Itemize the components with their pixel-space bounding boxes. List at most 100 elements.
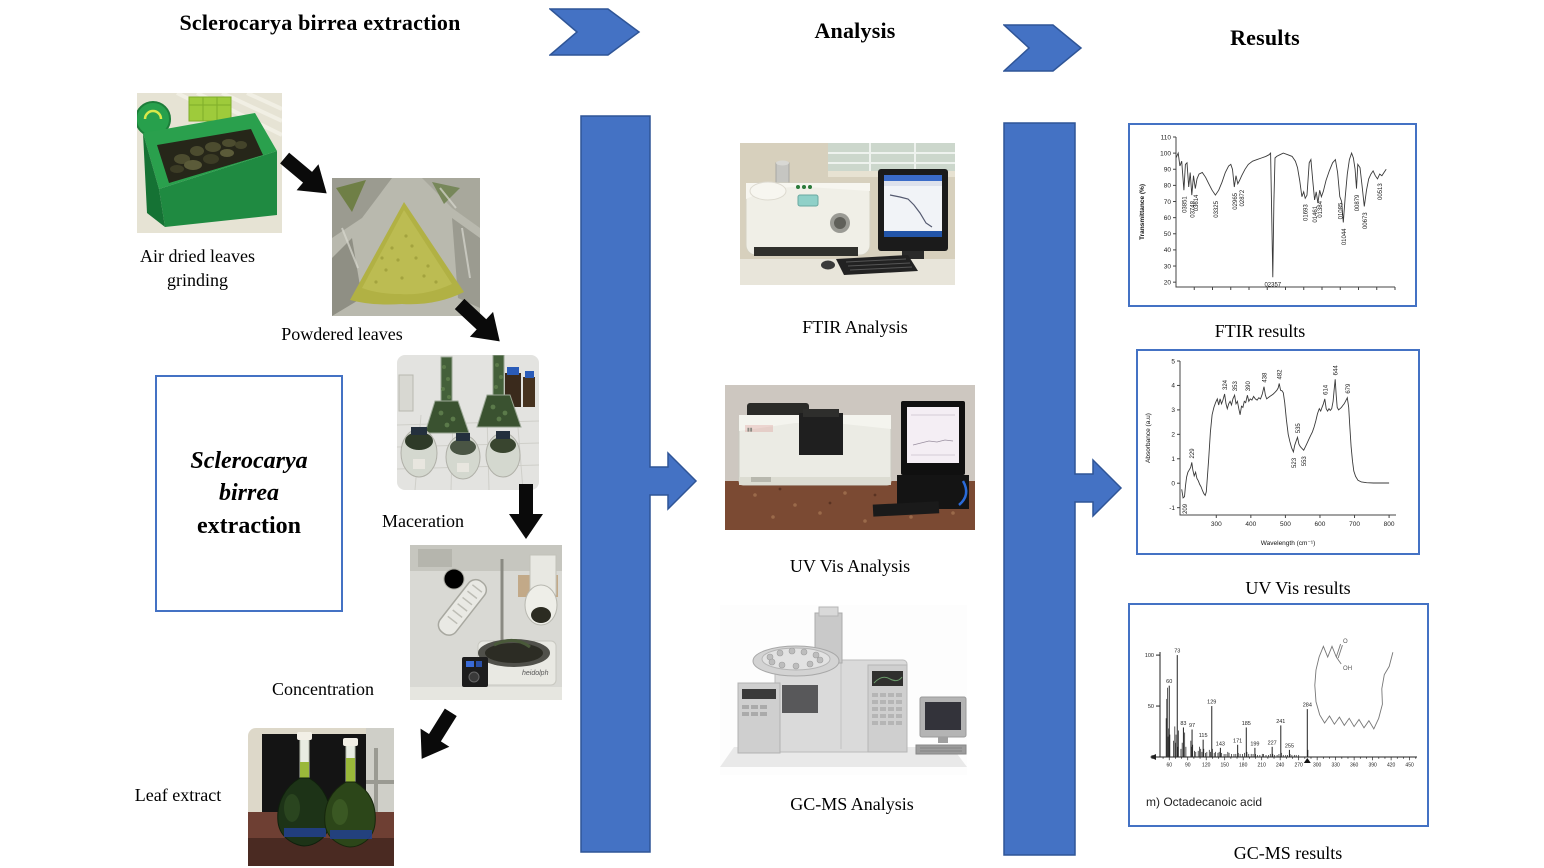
svg-text:482: 482 <box>1278 369 1284 380</box>
results-label-uvvis: UV Vis results <box>1245 578 1351 598</box>
svg-text:02965: 02965 <box>1233 192 1239 209</box>
svg-text:5: 5 <box>1171 358 1175 365</box>
concentration-photo: heidolph <box>410 545 562 700</box>
svg-text:300: 300 <box>1313 763 1322 769</box>
svg-text:324: 324 <box>1223 379 1229 390</box>
svg-text:120: 120 <box>1202 763 1211 769</box>
svg-text:0: 0 <box>1151 755 1154 761</box>
svg-text:97: 97 <box>1189 723 1195 729</box>
stage-bar-1 <box>580 115 698 853</box>
svg-text:83: 83 <box>1180 721 1186 727</box>
svg-text:2: 2 <box>1171 432 1175 439</box>
svg-text:171: 171 <box>1233 738 1242 744</box>
step-label-powdered-leaves: Powdered leaves <box>281 324 403 344</box>
svg-text:330: 330 <box>1331 763 1340 769</box>
svg-text:229: 229 <box>1190 448 1196 459</box>
svg-text:70: 70 <box>1164 199 1172 206</box>
svg-text:O: O <box>1343 639 1348 645</box>
svg-text:180: 180 <box>1239 763 1248 769</box>
leaf-extract-photo <box>248 728 394 866</box>
svg-text:Wavelength (cm⁻¹): Wavelength (cm⁻¹) <box>1261 540 1315 547</box>
analysis-header: Analysis <box>814 18 896 43</box>
svg-text:40: 40 <box>1164 247 1172 254</box>
flow-chevron-1-icon <box>549 8 641 56</box>
svg-text:20: 20 <box>1164 279 1172 286</box>
svg-text:390: 390 <box>1246 381 1252 392</box>
svg-text:01461: 01461 <box>1313 205 1319 222</box>
rotavap-brand-label: heidolph <box>522 670 549 677</box>
svg-text:209: 209 <box>1183 503 1189 514</box>
svg-text:01044: 01044 <box>1342 228 1348 245</box>
gcms-chart-caption: m) Octadecanoic acid <box>1146 795 1263 809</box>
svg-text:284: 284 <box>1303 703 1312 709</box>
ftir-instrument-photo <box>740 143 955 285</box>
flow-arrow-2-icon <box>454 298 500 342</box>
results-label-ftir: FTIR results <box>1214 321 1306 341</box>
svg-text:60: 60 <box>1164 215 1172 222</box>
svg-text:438: 438 <box>1262 372 1268 383</box>
extraction-summary-box: Sclerocarya birrea extraction <box>155 375 343 612</box>
analysis-label-ftir: FTIR Analysis <box>802 317 908 337</box>
svg-text:00879: 00879 <box>1355 194 1361 211</box>
analysis-label-uvvis: UV Vis Analysis <box>789 556 911 576</box>
svg-text:02357: 02357 <box>1264 282 1281 288</box>
svg-text:700: 700 <box>1349 521 1360 528</box>
svg-text:390: 390 <box>1368 763 1377 769</box>
svg-text:00673: 00673 <box>1363 212 1369 229</box>
svg-text:Transmittance (%): Transmittance (%) <box>1139 184 1146 240</box>
svg-text:644: 644 <box>1334 365 1340 376</box>
svg-text:535: 535 <box>1296 423 1302 434</box>
svg-text:270: 270 <box>1294 763 1303 769</box>
flow-arrow-4-icon <box>420 708 457 759</box>
flow-arrow-3-icon <box>509 484 543 539</box>
svg-text:500: 500 <box>1280 521 1291 528</box>
svg-text:255: 255 <box>1285 743 1294 749</box>
flow-chevron-2-icon <box>1003 24 1083 72</box>
svg-text:60: 60 <box>1166 763 1172 769</box>
results-header: Results <box>1230 25 1300 50</box>
svg-text:241: 241 <box>1276 719 1285 725</box>
svg-text:185: 185 <box>1242 721 1251 727</box>
svg-text:227: 227 <box>1268 740 1277 746</box>
extraction-box-extraction: extraction <box>197 512 301 539</box>
powdered-leaves-photo <box>332 178 480 316</box>
extraction-box-species: Sclerocarya birrea <box>190 447 308 507</box>
svg-text:143: 143 <box>1216 741 1225 747</box>
results-label-gcms: GC-MS results <box>1233 843 1343 863</box>
svg-text:600: 600 <box>1315 521 1326 528</box>
air-dried-leaves-grinding-photo <box>137 93 282 233</box>
svg-text:02872: 02872 <box>1240 189 1246 206</box>
gcms-instrument-photo <box>720 605 967 775</box>
svg-text:4: 4 <box>1171 383 1175 390</box>
svg-text:150: 150 <box>1221 763 1230 769</box>
svg-text:115: 115 <box>1199 733 1208 739</box>
svg-text:240: 240 <box>1276 763 1285 769</box>
svg-text:01085: 01085 <box>1338 202 1344 219</box>
svg-text:Absorbance (a.u): Absorbance (a.u) <box>1145 413 1152 463</box>
maceration-photo <box>397 355 539 490</box>
svg-text:-1: -1 <box>1169 505 1175 512</box>
analysis-label-gcms: GC-MS Analysis <box>790 794 914 814</box>
stage-bar-2 <box>1003 122 1123 856</box>
svg-text:90: 90 <box>1185 763 1191 769</box>
step-label-concentration: Concentration <box>272 679 374 699</box>
svg-text:199: 199 <box>1250 741 1259 747</box>
svg-text:01693: 01693 <box>1304 204 1310 221</box>
svg-text:3: 3 <box>1171 407 1175 414</box>
step-label-leaf-extract: Leaf extract <box>134 785 222 805</box>
uvvis-instrument-photo: ▮▮ <box>725 385 975 530</box>
svg-text:353: 353 <box>1233 381 1239 392</box>
svg-text:0: 0 <box>1171 481 1175 488</box>
svg-text:614: 614 <box>1323 384 1329 395</box>
svg-text:523: 523 <box>1292 457 1298 468</box>
svg-text:300: 300 <box>1211 521 1222 528</box>
svg-text:1: 1 <box>1171 456 1175 463</box>
svg-text:360: 360 <box>1350 763 1359 769</box>
svg-text:80: 80 <box>1164 183 1172 190</box>
svg-text:50: 50 <box>1148 704 1154 710</box>
